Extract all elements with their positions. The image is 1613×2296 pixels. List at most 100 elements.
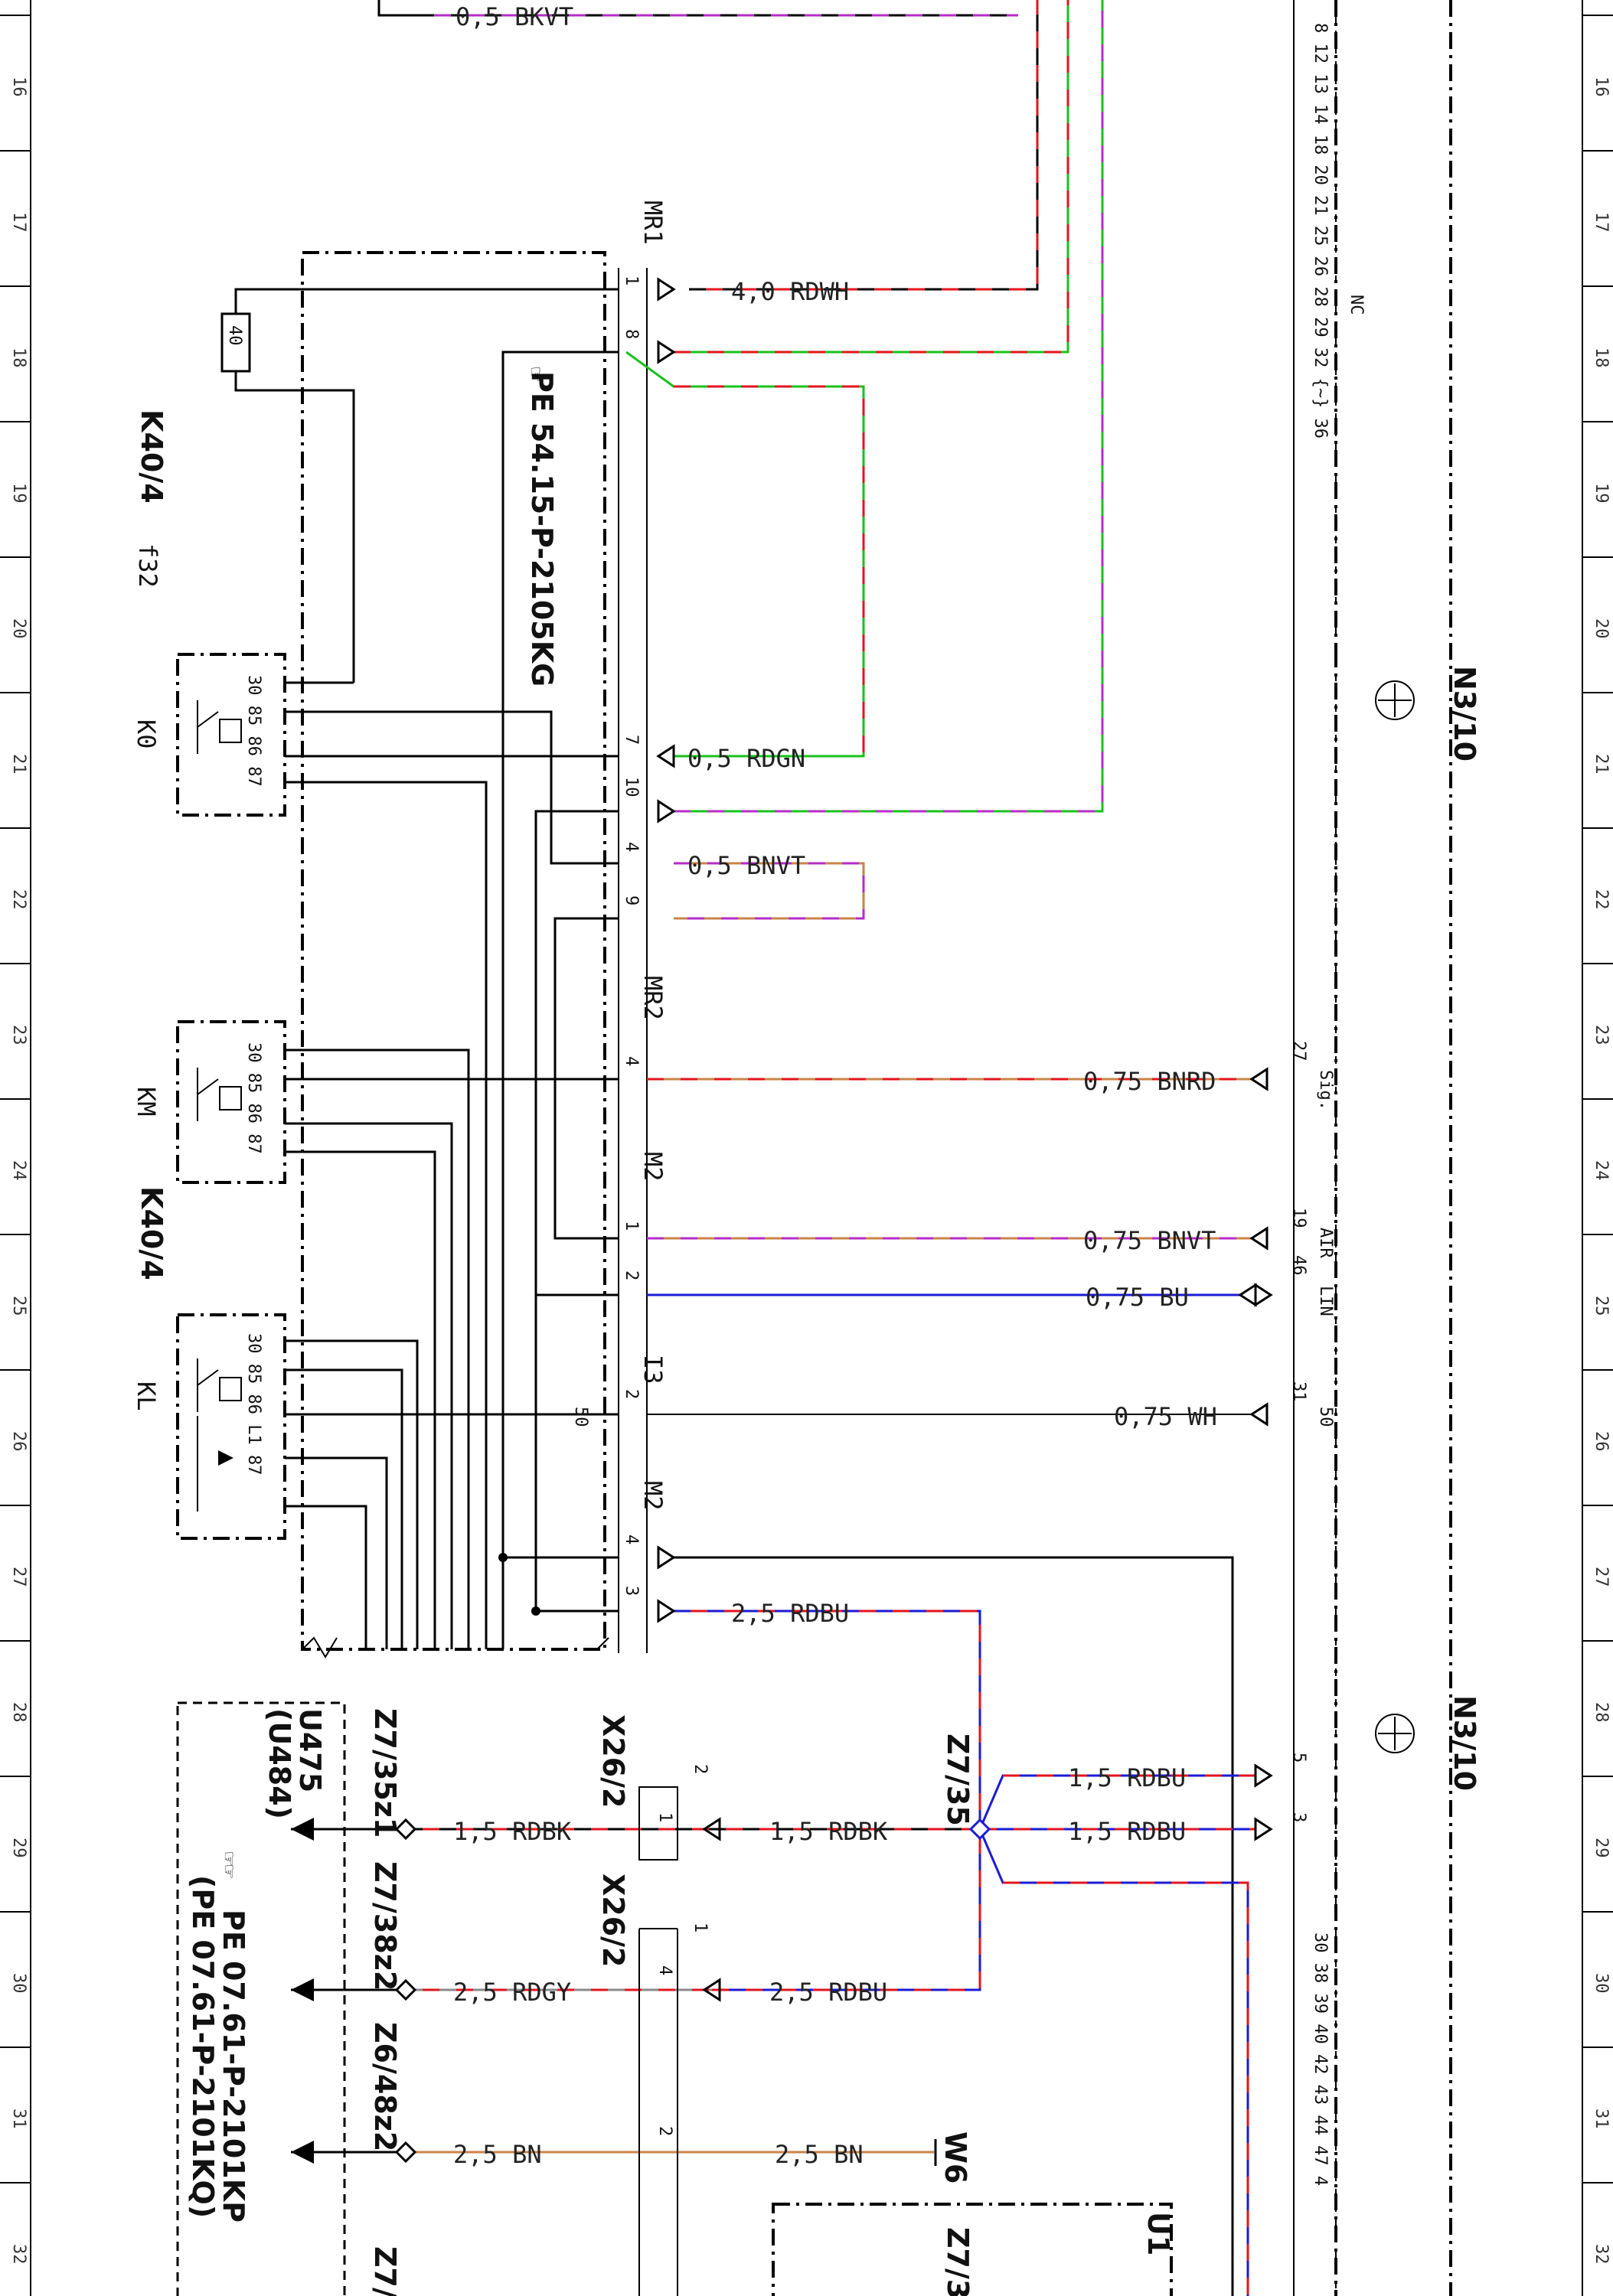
wire-label-bnvt-05: 0,5 BNVT <box>687 851 805 880</box>
frame-row-number: 16 <box>9 77 28 97</box>
frame-row-number: 20 <box>1592 618 1611 639</box>
relay-km-label: KM <box>132 1087 161 1117</box>
pe-book-icon: ☞ <box>522 367 549 381</box>
pe-reference: PE 54.15-P-2105KG <box>525 371 559 687</box>
pin-mr1-10: 10 <box>622 777 641 797</box>
wire-label-rdgy: 2,5 RDGY <box>453 1978 571 2007</box>
relay-k0-pins: 30 85 86 87 <box>244 675 263 787</box>
nc-label: NC <box>1347 295 1366 315</box>
frame-row-number: 26 <box>1592 1431 1611 1452</box>
pin-x26-bot-2: 2 <box>655 2126 674 2136</box>
pin-x26-bot-1: 1 <box>691 1923 710 1932</box>
frame-row-number: 24 <box>9 1160 28 1181</box>
k40-4-block: K40/4 f32 K40/4 40 K0 30 85 86 87 <box>132 251 619 1658</box>
pin-mr2-4: 4 <box>622 1056 641 1066</box>
frame-row-number: 24 <box>1592 1160 1611 1181</box>
connector-m2-b: M2 <box>638 1481 668 1511</box>
z7-35z1-label: Z7/35z1 <box>368 1708 402 1838</box>
pin-n3-lin: LIN <box>1316 1286 1335 1316</box>
frame-row-number: 28 <box>9 1702 28 1723</box>
wire-label-bnvt-075: 0,75 BNVT <box>1083 1226 1216 1255</box>
pe-ref-kp: PE 07.61-P-2101KP <box>217 1910 250 2223</box>
z7-partial-label-a: Z7/ <box>368 2246 402 2296</box>
wire-label-rdbu-15-a: 1,5 RDBU <box>1068 1763 1186 1792</box>
wire-label-rdgn: 0,5 RDGN <box>687 744 805 773</box>
wire-label-wh: 0,75 WH <box>1114 1402 1217 1431</box>
pe-ref-kq: (PE 07.61-P-2101KQ) <box>186 1875 220 2218</box>
pin-x26-bot-4: 4 <box>655 1965 674 1975</box>
pin-x26-top-1: 1 <box>655 1812 674 1822</box>
u1-label: U1 <box>1141 2212 1175 2255</box>
connector-m2-a: M2 <box>638 1152 668 1182</box>
wire-label-rdbk-right: 1,5 RDBK <box>769 1817 888 1846</box>
frame-row-number: 19 <box>1592 483 1611 504</box>
n3-10-unit: N3/10 N3/10 8 12 13 14 18 20 21 25 26 28… <box>1289 0 1481 2296</box>
connector-mr2: MR2 <box>638 976 668 1020</box>
pin-n3-46: 46 <box>1289 1255 1308 1276</box>
pin-mr1-4: 4 <box>622 842 641 852</box>
pin-mr1-9: 9 <box>622 895 641 905</box>
frame-row-number: 23 <box>1592 1025 1611 1045</box>
pin-m2b-4: 4 <box>622 1534 641 1544</box>
pin-i3-2: 2 <box>622 1389 641 1399</box>
connector-mr1: MR1 <box>638 201 668 245</box>
frame-row-number: 21 <box>9 754 28 775</box>
pin-n3-27: 27 <box>1289 1041 1308 1062</box>
u475-block: U475 (U484) PE 07.61-P-2101KP (PE 07.61-… <box>176 1701 346 2296</box>
relay-kl: KL 30 85 86 L1 87 <box>132 1313 619 1649</box>
frame-row-number: 18 <box>9 347 28 368</box>
frame-row-number: 30 <box>1592 1973 1611 1994</box>
frame-row-number: 21 <box>1592 754 1611 775</box>
fuse-value: 40 <box>225 325 244 346</box>
z6-48z2-label: Z6/48z2 <box>368 2022 402 2151</box>
frame-row-number: 32 <box>1592 2244 1611 2265</box>
x26-2-label-b: X26/2 <box>596 1874 630 1968</box>
w6-label: W6 <box>939 2131 972 2183</box>
frame-row-number: 29 <box>1592 1838 1611 1858</box>
x26-2-label-a: X26/2 <box>596 1714 630 1808</box>
frame-row-number: 19 <box>9 483 28 504</box>
k40-4-label-top: K40/4 <box>135 409 168 504</box>
frame-row-number: 22 <box>9 889 28 910</box>
pin-mr1-8: 8 <box>622 329 641 339</box>
frame-row-number: 31 <box>9 2108 28 2129</box>
wire-label-rdwh: 4,0 RDWH <box>731 277 849 306</box>
connector-strip: MR1 MR2 M2 I3 M2 1 8 7 10 4 9 4 1 2 2 50… <box>571 201 668 1653</box>
n3-10-label-top: N3/10 <box>1448 666 1481 762</box>
pin-mr1-1: 1 <box>622 276 641 285</box>
pin-n3-air: AIR <box>1316 1228 1335 1258</box>
frame-row-number: 27 <box>1592 1567 1611 1587</box>
pe-book-icon-2: ☞☞ <box>217 1852 242 1878</box>
pin-m2-1: 1 <box>622 1221 641 1231</box>
n3-10-label-bottom: N3/10 <box>1448 1695 1481 1791</box>
relay-kl-label: KL <box>132 1381 161 1411</box>
wire-label-bu: 0,75 BU <box>1086 1283 1189 1312</box>
z7-35-label: Z7/35 <box>941 1733 975 1826</box>
pin-bus-top: 8 12 13 14 18 20 21 25 26 28 29 32 {~} 3… <box>1311 23 1330 439</box>
fuse-f32: 40 <box>220 288 619 683</box>
fuse-ref-label: f32 <box>133 543 162 588</box>
frame-row-number: 20 <box>9 618 28 639</box>
frame-row-number: 27 <box>9 1567 28 1587</box>
relay-k0: K0 30 85 86 87 <box>132 653 619 1649</box>
pin-m2-2: 2 <box>622 1270 641 1280</box>
pin-x26-top-2: 2 <box>691 1764 710 1774</box>
u1-block: U1 Z7/3 <box>772 2203 1175 2296</box>
frame-row-number: 32 <box>9 2244 28 2265</box>
wire-label-rdbk-left: 1,5 RDBK <box>453 1817 572 1846</box>
frame-row-number: 22 <box>1592 889 1611 910</box>
frame-row-number: 30 <box>9 1973 28 1994</box>
pin-n3-3: 3 <box>1289 1812 1308 1822</box>
relay-k0-label: K0 <box>132 719 161 749</box>
pin-bus-bottom: 30 38 39 40 42 43 44 47 4 <box>1311 1932 1330 2186</box>
pin-n3-31: 31 <box>1289 1381 1308 1402</box>
frame-row-number: 26 <box>9 1431 28 1452</box>
wire-label-bn-right: 2,5 BN <box>775 2140 864 2169</box>
u484-label: (U484) <box>263 1708 296 1819</box>
connector-i3: I3 <box>638 1355 668 1384</box>
k40-4-label-bottom: K40/4 <box>135 1186 168 1280</box>
frame-row-number: 17 <box>1592 212 1611 233</box>
frame-row-number: 28 <box>1592 1702 1611 1723</box>
